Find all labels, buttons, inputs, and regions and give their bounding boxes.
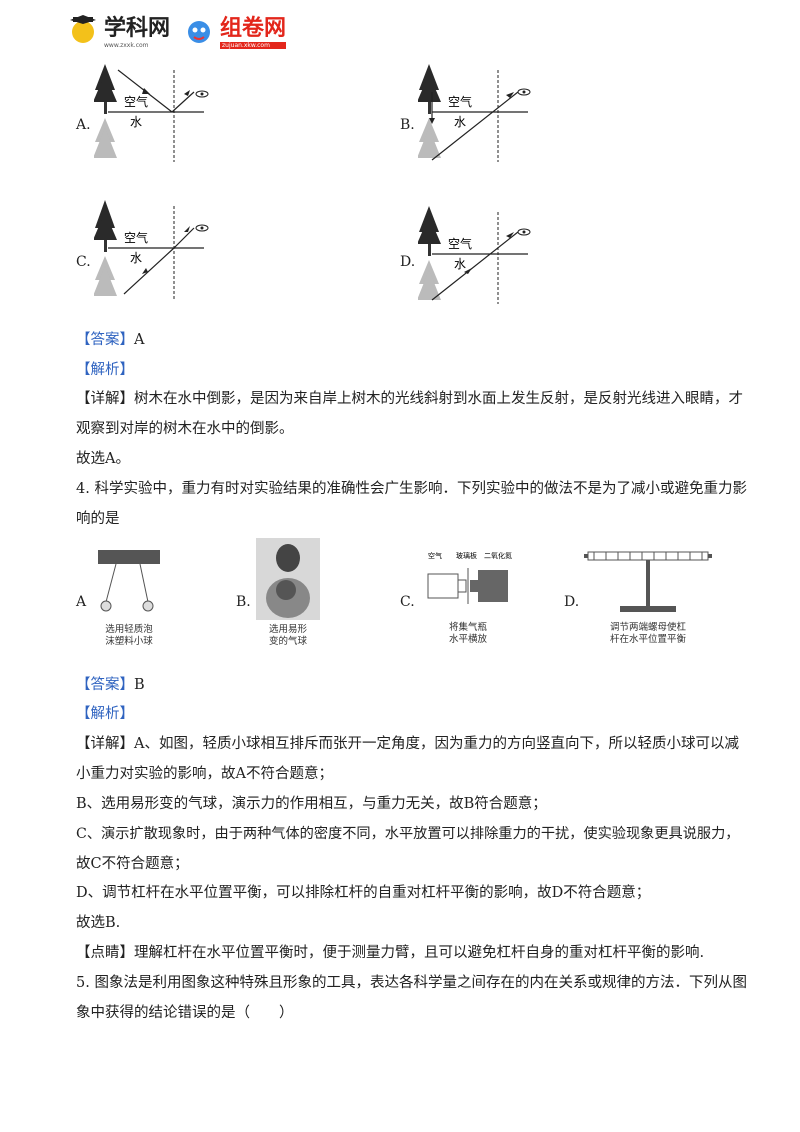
- q3-detail-line1: 【详解】树木在水中倒影，是因为来自岸上树木的光线斜射到水面上发生反射，是反射光线…: [76, 391, 743, 407]
- q4-answer: B: [134, 677, 145, 693]
- logo1-url: www.zxxk.com: [104, 42, 149, 49]
- q4-figure-a: 选用轻质泡 沫塑料小球: [92, 548, 166, 648]
- q4-detail-line4: C、演示扩散现象时，由于两种气体的密度不同，水平放置可以排除重力的干扰，使实验现…: [76, 826, 740, 842]
- q3-option-b-label: B.: [400, 117, 415, 133]
- logo2-text: 组卷网: [220, 16, 287, 41]
- tree-icon: [418, 64, 441, 158]
- q4-option-d-label: D.: [564, 594, 580, 610]
- eye-icon: [517, 88, 531, 96]
- eye-icon: [195, 224, 209, 232]
- q4-detail-line7: 故选B.: [76, 915, 121, 931]
- svg-text:空气: 空气: [428, 551, 442, 560]
- eye-icon: [195, 90, 209, 98]
- fig-air-label: 空气: [124, 94, 148, 109]
- q4-analysis-tag: 【解析】: [76, 706, 134, 722]
- svg-text:空气: 空气: [448, 94, 472, 109]
- q3-conclusion: 故选A。: [76, 451, 130, 467]
- q3-analysis-tag: 【解析】: [76, 362, 134, 378]
- q4-comment-line: 【点睛】理解杠杆在水平位置平衡时，便于测量力臂，且可以避免杠杆自身的重对杠杆平衡…: [76, 945, 705, 961]
- q3-answer: A: [134, 332, 145, 348]
- q3-detail-line2: 观察到对岸的树木在水中的倒影。: [76, 421, 294, 437]
- q4-detail-line3: B、选用易形变的气球，演示力的作用相互，与重力无关，故B符合题意；: [76, 796, 547, 812]
- q4-stem-line2: 响的是: [76, 511, 120, 527]
- q3-answer-line: 【答案】A: [76, 330, 144, 350]
- q4-detail-line5: 故C不符合题意；: [76, 856, 189, 872]
- logo-mascot-icon: [70, 14, 96, 43]
- q4-option-c-label: C.: [400, 594, 415, 610]
- tree-icon: [94, 64, 117, 158]
- svg-text:水: 水: [454, 257, 466, 271]
- svg-text:玻璃板: 玻璃板: [456, 551, 477, 560]
- logo2-mascot-icon: [188, 20, 211, 43]
- svg-text:二氧化氮: 二氧化氮: [484, 551, 512, 560]
- foam-balls-icon: [98, 550, 160, 612]
- q4-detail-line2: 小重力对实验的影响，故A不符合题意；: [76, 766, 333, 782]
- q5-stem-line1: 5. 图象法是利用图象这种特殊且形象的工具，表达各科学量之间存在的内在关系或规律…: [76, 975, 747, 991]
- q4-option-b-label: B.: [236, 594, 251, 610]
- q5-stem-line2: 象中获得的结论错误的是（ ）: [76, 1005, 294, 1021]
- balloon-photo-icon: [256, 538, 320, 620]
- q3-figure-d: 空气 水: [418, 206, 531, 304]
- q3-figure-a: 空气 水: [94, 64, 209, 162]
- tree-icon: [418, 206, 441, 300]
- answer-tag: 【答案】: [76, 332, 134, 348]
- lever-stand-icon: [584, 551, 712, 612]
- q3-figure-b: 空气 水: [418, 64, 531, 162]
- fig-water-label: 水: [130, 115, 142, 129]
- logo1-text: 学科网: [104, 16, 171, 41]
- svg-text:空气: 空气: [448, 236, 472, 251]
- svg-text:空气: 空气: [124, 230, 148, 245]
- tree-icon: [94, 200, 117, 296]
- q4-option-a-label: A: [76, 594, 87, 610]
- svg-text:水: 水: [130, 251, 142, 265]
- q4-detail-line6: D、调节杠杆在水平位置平衡，可以排除杠杆的自重对杠杆平衡的影响，故D不符合题意；: [76, 885, 651, 901]
- svg-text:水: 水: [454, 115, 466, 129]
- detail-tag: 【详解】: [76, 391, 134, 407]
- q4-figure-d: 调节两端螺母使杠 杆在水平位置平衡: [584, 546, 712, 646]
- q4-figure-b: 选用易形 变的气球: [256, 538, 320, 648]
- q4-figure-c: 空气 玻璃板 二氧化氮 将集气瓶 水平横放: [422, 548, 514, 646]
- eye-icon: [517, 228, 531, 236]
- header-logos: 学科网 www.zxxk.com 组卷网 zujuan.xkw.com: [70, 10, 287, 49]
- q3-figure-c: 空气 水: [94, 200, 209, 300]
- q3-option-a-label: A.: [76, 117, 91, 133]
- q3-option-d-label: D.: [400, 254, 416, 270]
- gas-bottles-icon: 空气 玻璃板 二氧化氮: [427, 551, 512, 604]
- q4-answer-line: 【答案】B: [76, 677, 145, 693]
- q4-stem-line1: 4. 科学实验中，重力有时对实验结果的准确性会广生影响．下列实验中的做法不是为了…: [76, 481, 747, 497]
- q4-detail-line1: 【详解】A、如图，轻质小球相互排斥而张开一定角度，因为重力的方向竖直向下，所以轻…: [76, 736, 739, 752]
- comment-tag: 【点睛】: [76, 945, 134, 961]
- q3-option-c-label: C.: [76, 254, 91, 270]
- logo2-url: zujuan.xkw.com: [220, 42, 287, 49]
